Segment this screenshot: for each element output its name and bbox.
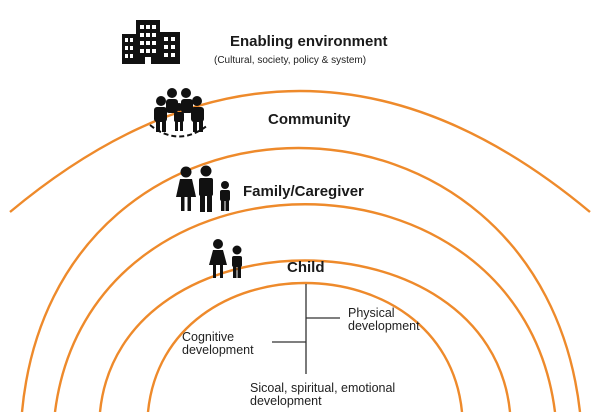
family-icon	[176, 165, 230, 212]
buildings-icon	[122, 20, 180, 64]
children-icon	[209, 239, 242, 278]
physical-development-label: Physical development	[348, 306, 420, 333]
community-group-icon	[149, 88, 209, 138]
social-spiritual-emotional-development-label: Sicoal, spiritual, emotional development	[250, 381, 396, 408]
arc-family	[53, 203, 557, 412]
layer-title-child: Child	[287, 259, 325, 276]
arc-inner	[146, 281, 464, 412]
layer-title-family-caregiver: Family/Caregiver	[243, 183, 364, 200]
arc-community	[20, 147, 582, 412]
arc-enabling-environment	[9, 89, 591, 213]
layer-title-community: Community	[268, 111, 351, 128]
cognitive-development-label: Cognitive development	[182, 330, 254, 357]
development-connectors	[272, 284, 340, 374]
layer-subtitle-enabling-environment: (Cultural, society, policy & system)	[214, 55, 367, 66]
layer-title-enabling-environment: Enabling environment	[230, 33, 388, 50]
arc-child	[98, 259, 512, 412]
